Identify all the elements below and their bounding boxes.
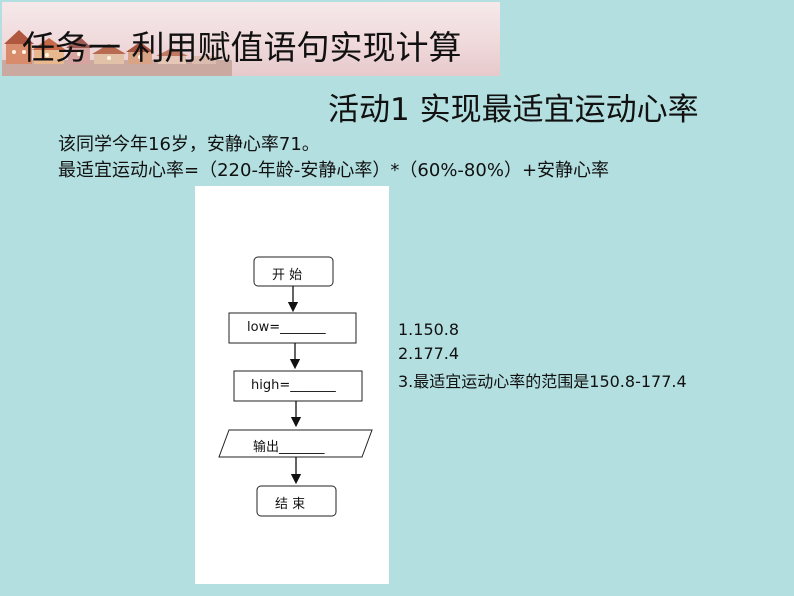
title-banner: 任务一 利用赋值语句实现计算 — [2, 2, 500, 76]
output-node — [218, 429, 373, 458]
output-node-label: 输出_______ — [253, 440, 325, 455]
town-illustration — [2, 30, 232, 76]
flowchart-panel: 开 始 low=_______ high=_______ 输出_______ 结… — [195, 186, 389, 584]
info-line-age-heartrate: 该同学今年16岁，安静心率71。 — [58, 134, 320, 155]
info-line-formula: 最适宜运动心率=（220-年龄-安静心率）*（60%-80%）+安静心率 — [58, 160, 610, 181]
answer-2: 2.177.4 — [398, 344, 460, 363]
activity-title: 活动1 实现最适宜运动心率 — [328, 92, 699, 128]
low-process-node — [228, 312, 357, 344]
end-node-label: 结 束 — [275, 497, 306, 512]
high-node-label: high=_______ — [251, 378, 336, 393]
task-title: 任务一 利用赋值语句实现计算 — [22, 28, 462, 67]
end-node — [256, 485, 337, 517]
high-process-node — [233, 370, 363, 402]
flowchart-shapes — [218, 256, 373, 517]
low-node-label: low=_______ — [247, 320, 326, 335]
answer-1: 1.150.8 — [398, 320, 460, 339]
answer-3: 3.最适宜运动心率的范围是150.8-177.4 — [398, 372, 687, 391]
start-node-label: 开 始 — [272, 268, 303, 283]
